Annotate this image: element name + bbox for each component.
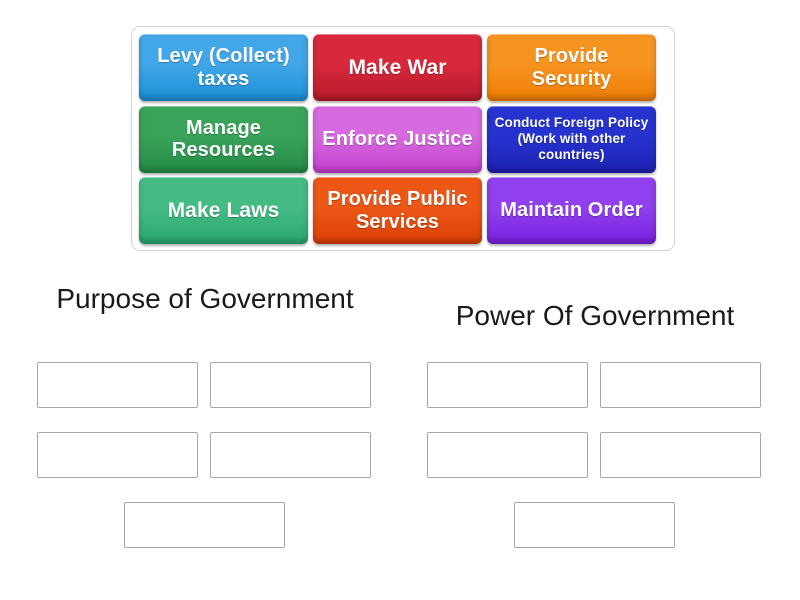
draggable-tile-make-laws[interactable]: Make Laws bbox=[139, 177, 308, 244]
tile-label: Provide Security bbox=[531, 45, 612, 90]
draggable-tile-provide-public-services[interactable]: Provide Public Services bbox=[313, 177, 482, 244]
tile-label: Manage Resources bbox=[171, 116, 276, 161]
dropzone-power-3[interactable] bbox=[427, 432, 588, 478]
dropzone-purpose-1[interactable] bbox=[37, 362, 198, 408]
dropzone-purpose-2[interactable] bbox=[210, 362, 371, 408]
tile-row: Levy (Collect) taxes Make War Provide Se… bbox=[139, 34, 668, 101]
tile-label: Levy (Collect) taxes bbox=[157, 45, 290, 90]
draggable-tiles-tray: Levy (Collect) taxes Make War Provide Se… bbox=[131, 26, 675, 251]
dropzone-power-5[interactable] bbox=[514, 502, 675, 548]
draggable-tile-provide-security[interactable]: Provide Security bbox=[487, 34, 656, 101]
category-title-power-of-government: Power Of Government bbox=[455, 300, 735, 331]
draggable-tile-maintain-order[interactable]: Maintain Order bbox=[487, 177, 656, 244]
tile-label: Make War bbox=[348, 55, 447, 79]
tile-label: Make Laws bbox=[167, 198, 280, 222]
dropzone-power-2[interactable] bbox=[600, 362, 761, 408]
draggable-tile-levy-collect-taxes[interactable]: Levy (Collect) taxes bbox=[139, 34, 308, 101]
tile-label: Conduct Foreign Policy (Work with other … bbox=[494, 115, 649, 162]
tile-label: Enforce Justice bbox=[322, 127, 473, 150]
tile-row: Make Laws Provide Public Services Mainta… bbox=[139, 177, 668, 244]
draggable-tile-make-war[interactable]: Make War bbox=[313, 34, 482, 101]
draggable-tile-enforce-justice[interactable]: Enforce Justice bbox=[313, 105, 482, 173]
tile-row: Manage Resources Enforce Justice Conduct… bbox=[139, 105, 668, 173]
dropzone-power-4[interactable] bbox=[600, 432, 761, 478]
dropzone-purpose-3[interactable] bbox=[37, 432, 198, 478]
dropzone-purpose-4[interactable] bbox=[210, 432, 371, 478]
category-title-purpose-of-government: Purpose of Government bbox=[56, 283, 354, 314]
dropzone-purpose-5[interactable] bbox=[124, 502, 285, 548]
tile-label: Maintain Order bbox=[500, 199, 643, 222]
draggable-tile-conduct-foreign-policy[interactable]: Conduct Foreign Policy (Work with other … bbox=[487, 105, 656, 173]
dropzone-power-1[interactable] bbox=[427, 362, 588, 408]
draggable-tile-manage-resources[interactable]: Manage Resources bbox=[139, 105, 308, 173]
tile-label: Provide Public Services bbox=[327, 188, 468, 233]
